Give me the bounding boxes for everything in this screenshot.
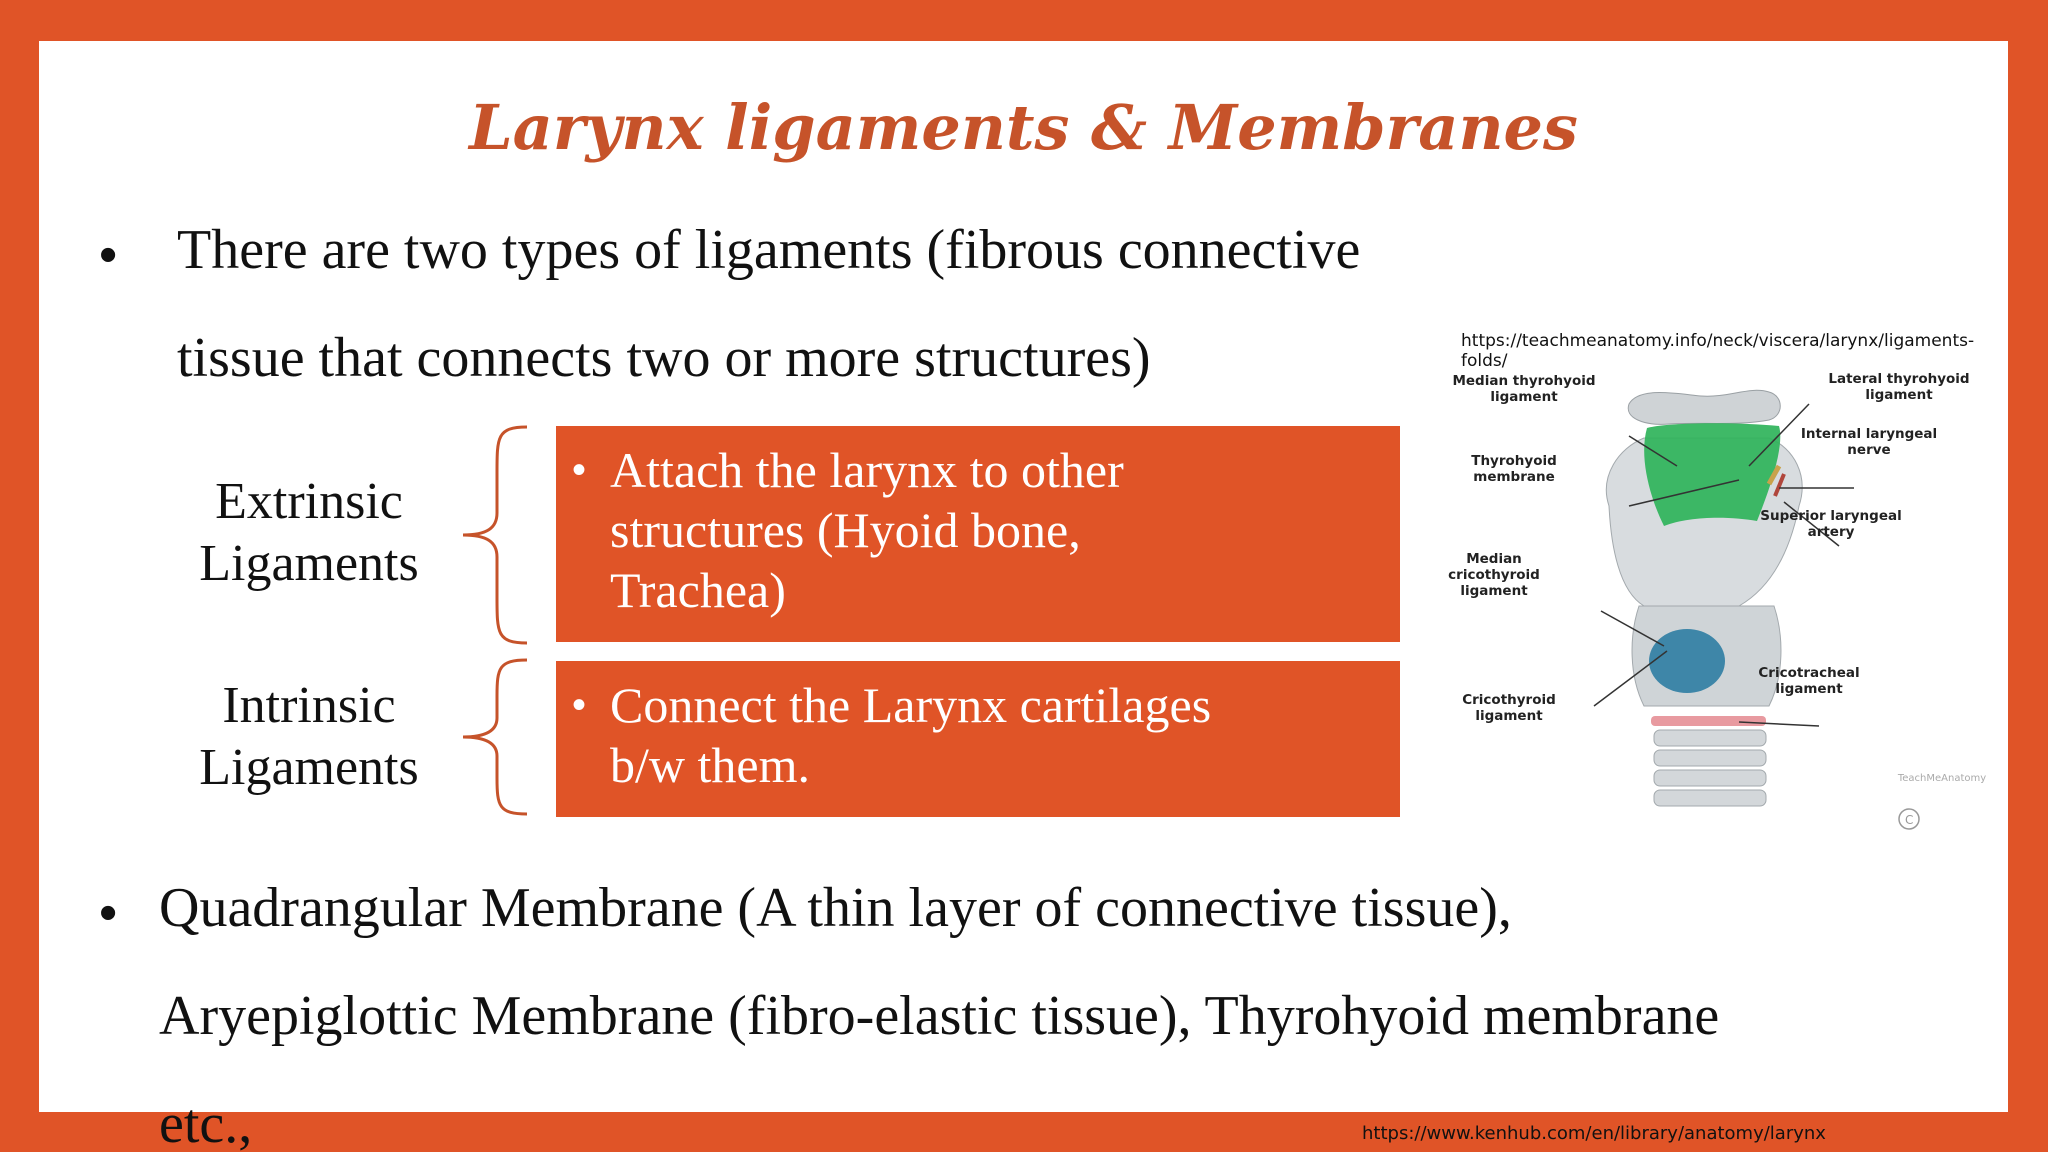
- image-credit: https://teachmeanatomy.info/neck/viscera…: [1461, 331, 1975, 371]
- larynx-diagram: C: [1593, 389, 1920, 830]
- bullet-2-line-1: Quadrangular Membrane (A thin layer of c…: [159, 877, 1512, 939]
- box-bullet-dot: •: [572, 448, 587, 492]
- bullet-1-line-2: tissue that connects two or more structu…: [177, 327, 1151, 389]
- extrinsic-box-line-1: Attach the larynx to other: [610, 442, 1124, 498]
- svg-text:C: C: [1905, 813, 1913, 827]
- bullet-dot: •: [99, 226, 118, 284]
- extrinsic-box: • Attach the larynx to other structures …: [556, 426, 1400, 642]
- diagram-label-median-thyrohyoid: Median thyrohyoid ligament: [1452, 373, 1596, 405]
- diagram-label-lateral-thyrohyoid: Lateral thyrohyoid ligament: [1828, 371, 1970, 403]
- intrinsic-box: • Connect the Larynx cartilages b/w them…: [556, 661, 1400, 817]
- diagram-label-cricotracheal: Cricotracheal ligament: [1758, 665, 1860, 697]
- extrinsic-box-line-3: Trachea): [610, 562, 786, 618]
- footer-credit: https://www.kenhub.com/en/library/anatom…: [1362, 1123, 1826, 1144]
- bullet-2: Quadrangular Membrane (A thin layer of c…: [159, 854, 1999, 1070]
- box-bullet-dot: •: [572, 683, 587, 727]
- diagram-watermark: TeachMeAnatomy: [1897, 773, 1987, 784]
- slide: Larynx ligaments & Membranes • There are…: [39, 41, 2008, 1112]
- intrinsic-box-line-2: b/w them.: [610, 737, 810, 793]
- bullet-dot: •: [99, 884, 118, 942]
- diagram-label-cricothyroid: Cricothyroid ligament: [1462, 692, 1556, 724]
- bullet-1-line-1: There are two types of ligaments (fibrou…: [177, 219, 1361, 281]
- diagram-label-thyrohyoid-membrane: Thyrohyoid membrane: [1471, 453, 1557, 485]
- intrinsic-brace-icon: [462, 658, 528, 816]
- bullet-1: There are two types of ligaments (fibrou…: [177, 196, 1577, 412]
- extrinsic-brace-icon: [462, 425, 528, 645]
- diagram-label-superior-laryngeal: Superior laryngeal artery: [1760, 508, 1902, 540]
- extrinsic-label: Extrinsic Ligaments: [199, 473, 419, 592]
- extrinsic-box-line-2: structures (Hyoid bone,: [610, 502, 1081, 558]
- intrinsic-label: Intrinsic Ligaments: [199, 677, 419, 796]
- slide-title: Larynx ligaments & Membranes: [469, 91, 1578, 164]
- intrinsic-box-line-1: Connect the Larynx cartilages: [610, 677, 1212, 733]
- diagram-label-internal-laryngeal: Internal laryngeal nerve: [1800, 426, 1938, 458]
- diagram-label-median-cricothyroid: Median cricothyroid ligament: [1448, 551, 1540, 599]
- bullet-2-line-3: etc.,: [159, 1093, 253, 1152]
- bullet-2-line-2: Aryepiglottic Membrane (fibro-elastic ti…: [159, 985, 1720, 1047]
